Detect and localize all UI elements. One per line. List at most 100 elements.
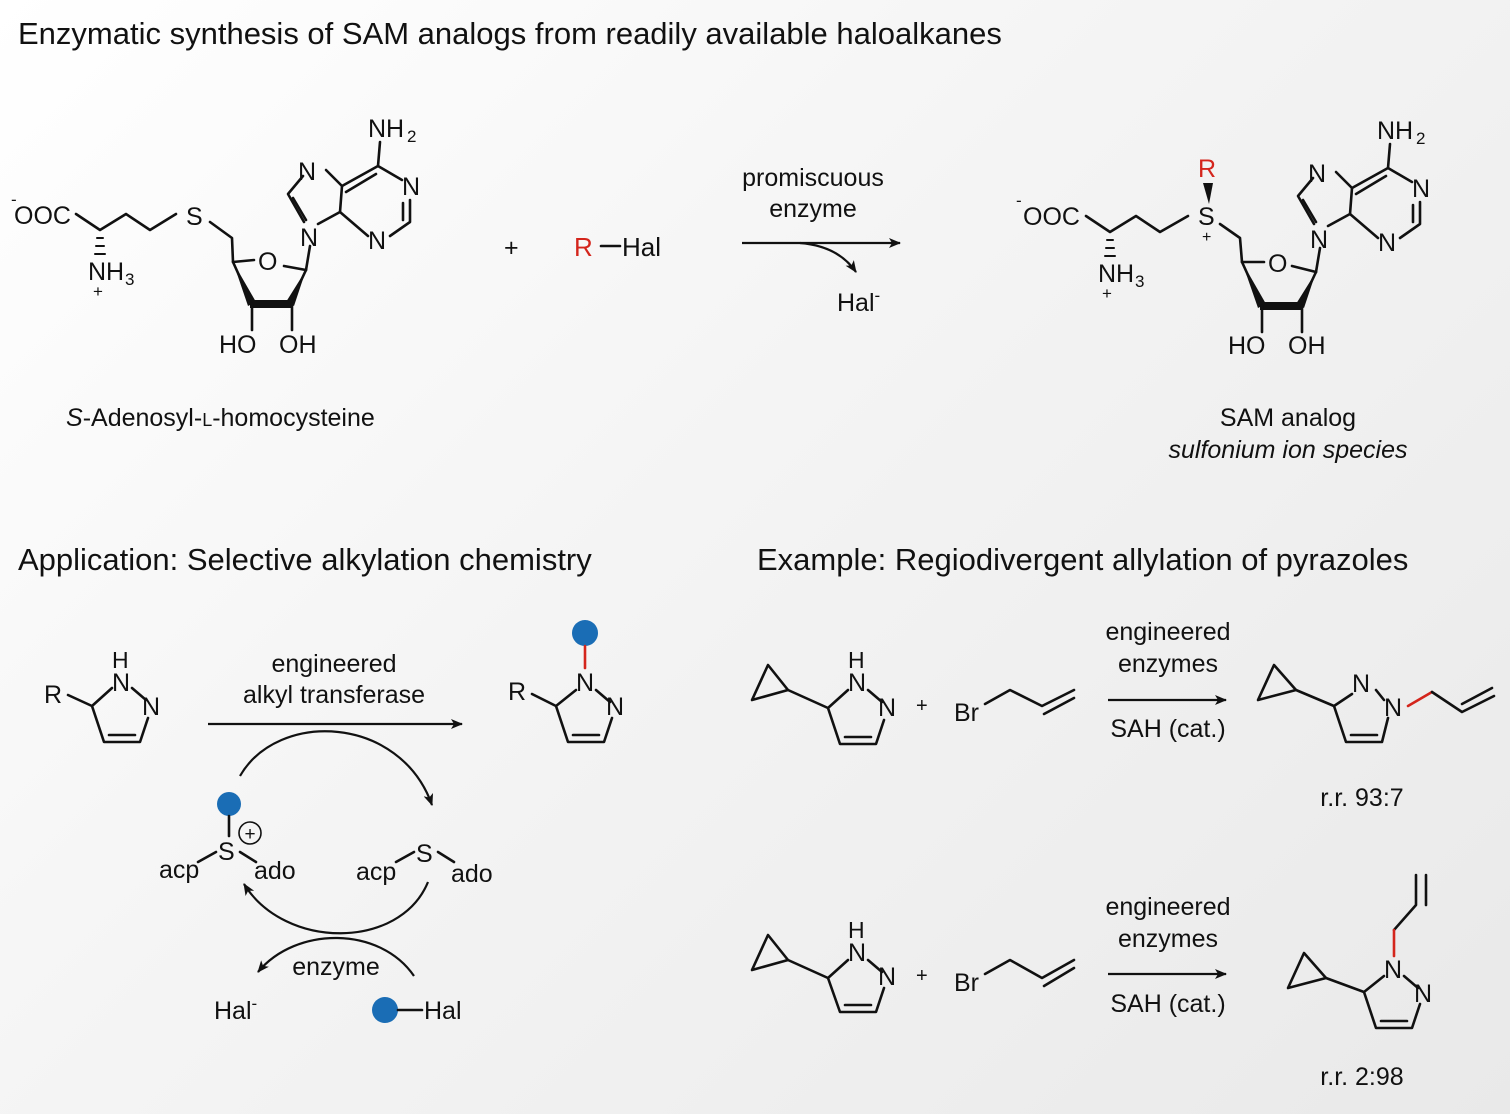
- svg-text:N: N: [1414, 980, 1432, 1008]
- svg-text:N: N: [1412, 175, 1430, 203]
- svg-text:N: N: [848, 669, 866, 697]
- svg-text:+: +: [1202, 229, 1211, 246]
- example-1-allyl-bromide: Br: [954, 688, 1076, 727]
- svg-text:+: +: [1102, 284, 1112, 303]
- app-arrow-label-1: engineered: [271, 650, 396, 678]
- example-2-allyl-bromide: Br: [954, 958, 1076, 997]
- svg-text:Br: Br: [954, 969, 979, 997]
- enzyme-label: enzyme: [292, 953, 380, 981]
- example-1-arrow-label-1: engineered: [1105, 618, 1230, 646]
- svg-text:N: N: [402, 173, 420, 201]
- svg-text:3: 3: [1135, 272, 1144, 291]
- example-2-arrow-label-2: enzymes: [1118, 925, 1218, 953]
- svg-text:N: N: [576, 669, 594, 697]
- svg-text:O: O: [258, 248, 277, 276]
- sah-cycle-species: acp S ado: [356, 840, 493, 888]
- sah-bonds: [74, 140, 412, 332]
- svg-text:S: S: [218, 838, 235, 866]
- positive-charge-icon: [238, 821, 262, 845]
- svg-text:S: S: [416, 840, 433, 868]
- plus-sign: +: [504, 234, 519, 262]
- svg-text:N: N: [368, 227, 386, 255]
- hal-byproduct: Hal-: [214, 994, 257, 1025]
- svg-text:2: 2: [407, 127, 416, 146]
- application-product-pyrazole: R N N: [508, 620, 624, 744]
- application-title: Application: Selective alkylation chemis…: [18, 542, 592, 577]
- example-1-product: N N: [1256, 663, 1496, 744]
- svg-text:HO: HO: [219, 331, 257, 359]
- svg-text:2: 2: [1416, 129, 1425, 148]
- example-2-arrow-below: SAH (cat.): [1110, 990, 1225, 1018]
- cycle-arrow-bottom: [243, 881, 430, 935]
- cycle-arrow-top: [239, 730, 434, 806]
- svg-text:N: N: [878, 694, 896, 722]
- app-arrow-label-2: alkyl transferase: [243, 681, 425, 709]
- alkyl-group-dot: [372, 997, 398, 1023]
- svg-text:N: N: [1384, 694, 1402, 722]
- svg-text:acp: acp: [159, 856, 199, 884]
- example-2-product: N N: [1286, 873, 1432, 1030]
- example-2-reactant-pyrazole: H N N: [750, 917, 896, 1014]
- svg-text:-: -: [11, 190, 17, 209]
- svg-text:-: -: [1016, 191, 1022, 210]
- alkyl-group-dot: [572, 620, 598, 646]
- sah-atom-labels: - OOC NH 3 + S O HO OH N N N N NH 2: [11, 115, 420, 359]
- svg-text:OOC: OOC: [14, 202, 71, 230]
- svg-text:HO: HO: [1228, 332, 1266, 360]
- sah-name: S-Adenosyl-L-homocysteine: [66, 404, 375, 432]
- svg-text:H: H: [848, 647, 865, 673]
- svg-text:N: N: [1308, 160, 1326, 188]
- example-2-plus: +: [916, 965, 928, 987]
- svg-text:Br: Br: [954, 699, 979, 727]
- reagent-r: R: [574, 232, 593, 262]
- svg-text:N: N: [300, 224, 318, 252]
- svg-text:3: 3: [125, 270, 134, 289]
- svg-text:NH: NH: [88, 258, 124, 286]
- svg-text:NH: NH: [368, 115, 404, 143]
- example-1-arrow-label-2: enzymes: [1118, 650, 1218, 678]
- svg-text:S: S: [186, 203, 203, 231]
- arrow-label-enzyme: enzyme: [769, 195, 857, 223]
- svg-text:OH: OH: [279, 331, 317, 359]
- alkyl-group-dot: [217, 792, 241, 816]
- svg-text:N: N: [1384, 956, 1402, 984]
- sah-structure: - OOC NH 3 + S O HO OH N N N N NH 2: [11, 115, 420, 359]
- product-subtitle: sulfonium ion species: [1168, 436, 1407, 464]
- example-2-arrow-label-1: engineered: [1105, 893, 1230, 921]
- svg-text:ado: ado: [451, 860, 493, 888]
- svg-text:N: N: [1378, 229, 1396, 257]
- reagent-hal: Hal: [622, 232, 661, 262]
- svg-text:NH: NH: [1377, 117, 1413, 145]
- svg-text:N: N: [1352, 670, 1370, 698]
- sam-atom-labels: R - OOC NH 3 + S + O HO OH N N N N NH 2: [1016, 117, 1430, 360]
- sam-bonds: [1084, 142, 1422, 334]
- sam-analog-structure: R - OOC NH 3 + S + O HO OH N N N N NH 2: [1016, 117, 1430, 360]
- example-1-ratio: r.r. 93:7: [1320, 784, 1403, 812]
- example-title: Example: Regiodivergent allylation of py…: [757, 542, 1409, 577]
- svg-text:OOC: OOC: [1023, 203, 1080, 231]
- svg-text:N: N: [606, 693, 624, 721]
- svg-text:N: N: [142, 693, 160, 721]
- svg-text:OH: OH: [1288, 332, 1326, 360]
- example-1-reactant-pyrazole: H N N: [750, 647, 896, 746]
- svg-text:N: N: [878, 963, 896, 991]
- byproduct-hal: Hal-: [837, 286, 880, 317]
- svg-text:+: +: [244, 824, 255, 845]
- svg-text:N: N: [298, 158, 316, 186]
- svg-text:R: R: [508, 678, 526, 706]
- alkyl-halide-reagent: Hal: [372, 997, 462, 1025]
- svg-text:N: N: [112, 669, 130, 697]
- svg-text:H: H: [112, 647, 129, 673]
- application-reactant-pyrazole: R H N N: [44, 647, 160, 744]
- arrow-label-promiscuous: promiscuous: [742, 164, 884, 192]
- svg-text:R: R: [44, 681, 62, 709]
- example-2-ratio: r.r. 2:98: [1320, 1063, 1403, 1091]
- enzyme-arrow: [257, 936, 415, 977]
- svg-text:H: H: [848, 917, 865, 943]
- sam-analog-cycle-species: + acp S ado: [159, 792, 296, 885]
- svg-text:ado: ado: [254, 857, 296, 885]
- example-1-plus: +: [916, 695, 928, 717]
- svg-text:R: R: [1198, 155, 1216, 183]
- svg-text:N: N: [848, 939, 866, 967]
